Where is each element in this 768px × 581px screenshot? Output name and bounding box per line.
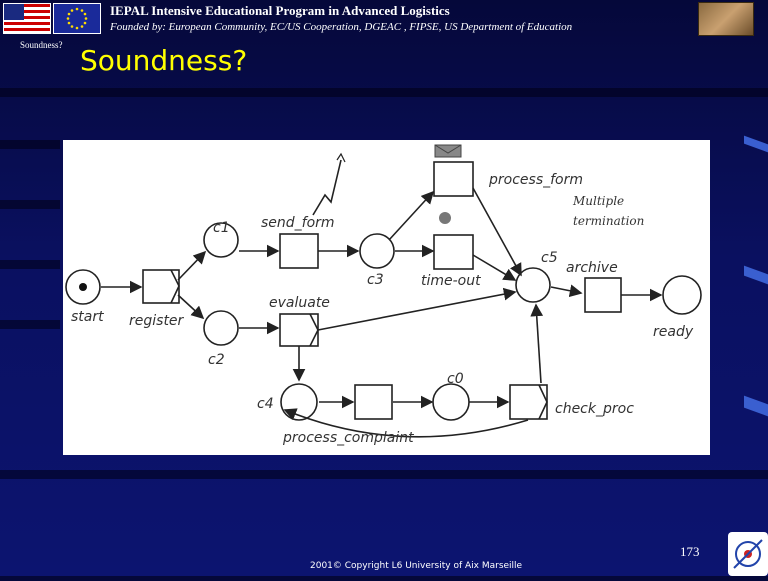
label-c3: c3 (367, 272, 384, 288)
label-check-proc: check_proc (555, 401, 634, 417)
token (79, 283, 87, 291)
eu-flag-icon (53, 3, 101, 34)
transition-unnamed (354, 384, 393, 420)
header-subtitle: Founded by: European Community, EC/US Co… (110, 21, 573, 33)
slide-title: Soundness? (80, 44, 248, 77)
label-multiple: Multiple (572, 194, 624, 208)
place-c2 (203, 310, 239, 346)
transition-process-form (433, 161, 474, 197)
bg-stripe (0, 200, 60, 209)
decor-chevron (744, 265, 768, 285)
label-c1: c1 (213, 220, 230, 236)
place-start (65, 269, 101, 305)
label-c4: c4 (257, 396, 274, 412)
label-process-complaint: process_complaint (282, 430, 414, 446)
place-ready (662, 275, 702, 315)
us-flag-icon (3, 3, 51, 34)
label-evaluate: evaluate (269, 295, 330, 311)
bg-stripe (0, 260, 60, 269)
label-termination: termination (573, 214, 644, 228)
label-send-form: send_form (261, 215, 335, 231)
decor-chevron (744, 395, 768, 417)
place-c5 (515, 267, 551, 303)
bg-stripe (0, 320, 60, 329)
label-c2: c2 (208, 352, 225, 368)
page-number: 173 (680, 544, 700, 559)
place-c3 (359, 233, 395, 269)
transition-time-out (433, 234, 474, 270)
label-register: register (129, 313, 185, 329)
label-c5: c5 (541, 250, 558, 266)
clock-icon (439, 212, 451, 224)
label-process-form: process_form (488, 172, 583, 188)
copyright-text: 2001© Copyright L6 University of Aix Mar… (310, 561, 523, 571)
place-c4 (280, 383, 318, 421)
bg-stripe (0, 140, 60, 149)
bg-stripe (0, 470, 768, 479)
bg-stripe (0, 88, 768, 97)
place-c1 (203, 222, 239, 258)
transition-send-form (279, 233, 319, 269)
envelope-icon (434, 144, 462, 158)
university-logo (728, 532, 768, 576)
building-logo (698, 2, 754, 36)
place-c0 (432, 383, 470, 421)
label-c0: c0 (447, 371, 464, 387)
label-archive: archive (566, 260, 618, 276)
label-time-out: time-out (421, 273, 481, 289)
sidebar-label: Soundness? (20, 40, 63, 50)
label-start: start (71, 309, 104, 325)
decor-chevron (744, 135, 768, 153)
header-title: IEPAL Intensive Educational Program in A… (110, 3, 450, 18)
petri-net-diagram: start register c1 c2 send_form evaluate … (63, 140, 710, 455)
transition-archive (584, 277, 622, 313)
label-ready: ready (653, 324, 694, 340)
